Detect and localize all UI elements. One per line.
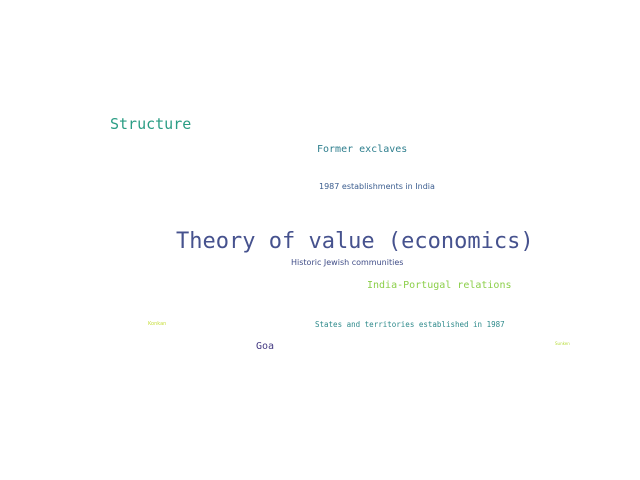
word-historic-jewish-communities: Historic Jewish communities [291,258,404,267]
word-goa: Goa [256,341,275,352]
word-india-portugal-relations: India-Portugal relations [367,280,512,291]
word-konkan: Konkan [148,321,167,327]
word-former-exclaves: Former exclaves [317,144,408,155]
word-sunken: Sunken [555,341,570,346]
word-1987-establishments-in-india: 1987 establishments in India [319,182,435,191]
word-states-and-territories: States and territories established in 19… [315,320,505,329]
word-structure: Structure [110,115,192,133]
word-theory-of-value: Theory of value (economics) [176,229,534,254]
